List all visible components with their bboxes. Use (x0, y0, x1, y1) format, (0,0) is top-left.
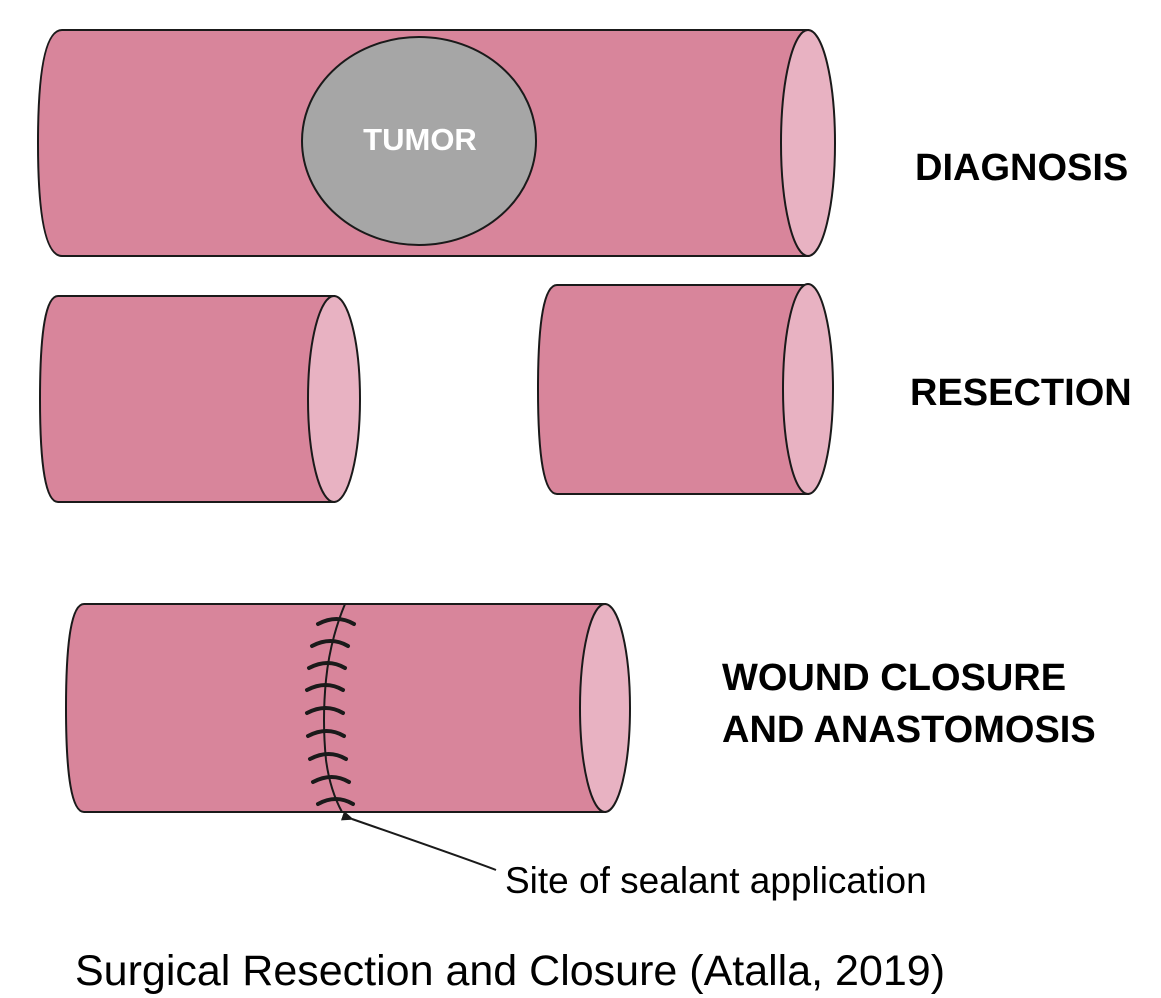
sealant-site-label: Site of sealant application (505, 860, 927, 901)
resection-label: RESECTION (910, 372, 1132, 414)
tumor-label: TUMOR (363, 122, 477, 157)
vessel-open-end (580, 604, 630, 812)
resection-right-segment (538, 284, 833, 494)
vessel-body (40, 296, 334, 502)
figure-caption: Surgical Resection and Closure (Atalla, … (75, 947, 945, 995)
resection-left-segment (40, 296, 360, 502)
diagnosis-label: DIAGNOSIS (915, 147, 1128, 189)
anastomosis-vessel (66, 604, 630, 812)
sealant-pointer-arrow (352, 819, 496, 870)
vessel-body (538, 285, 808, 494)
vessel-open-end (783, 284, 833, 494)
vessel-open-end (781, 30, 835, 256)
diagnosis-vessel: TUMOR (38, 30, 835, 256)
vessel-open-end (308, 296, 360, 502)
closure-label-line1: WOUND CLOSURE (722, 657, 1066, 699)
closure-label-line2: AND ANASTOMOSIS (722, 709, 1096, 751)
